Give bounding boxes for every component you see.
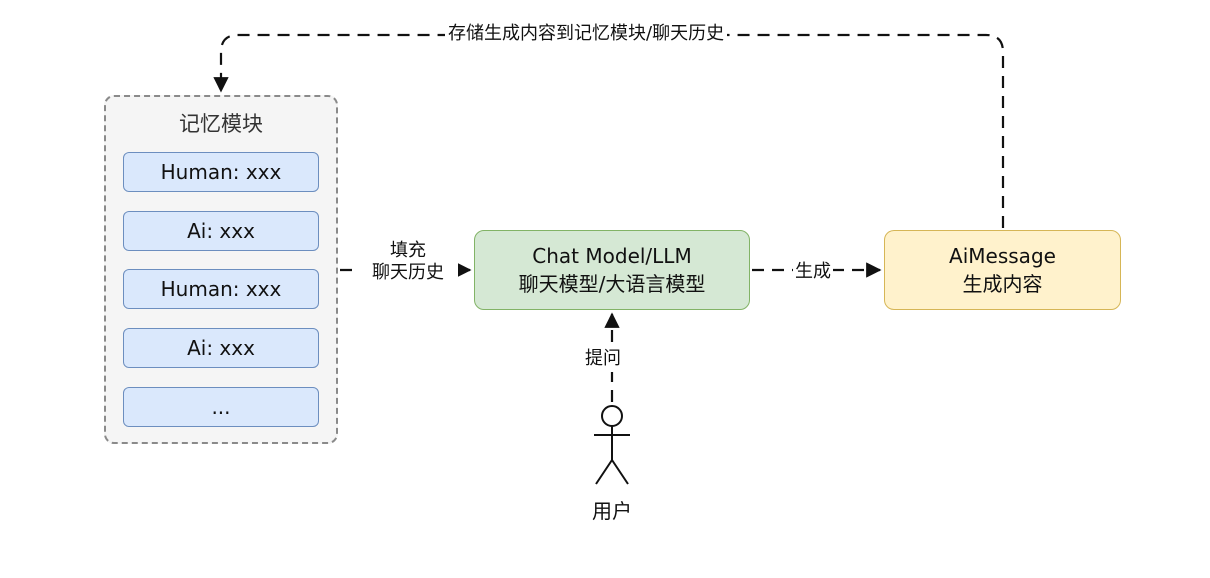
memory-item: Human: xxx bbox=[123, 152, 319, 192]
user-label: 用户 bbox=[582, 500, 642, 522]
generate-edge-label: 生成 bbox=[793, 261, 833, 283]
store-to-memory-arrow bbox=[213, 33, 1005, 228]
memory-module-title: 记忆模块 bbox=[179, 112, 263, 136]
ai-message-subtitle: 生成内容 bbox=[962, 272, 1043, 296]
user-icon bbox=[594, 405, 630, 485]
ai-message-title: AiMessage bbox=[949, 244, 1056, 268]
memory-item: Human: xxx bbox=[123, 269, 319, 309]
memory-item: Ai: xxx bbox=[123, 211, 319, 251]
ask-edge-label: 提问 bbox=[583, 346, 623, 372]
chat-model-subtitle: 聊天模型/大语言模型 bbox=[518, 272, 706, 296]
fill-edge-label: 填充 聊天历史 bbox=[358, 240, 458, 284]
ai-message-node: AiMessage 生成内容 bbox=[884, 230, 1121, 310]
memory-item: Ai: xxx bbox=[123, 328, 319, 368]
memory-item: ... bbox=[123, 387, 319, 427]
store-edge-label: 存储生成内容到记忆模块/聊天历史 bbox=[445, 23, 728, 45]
fill-edge-label-line1: 填充 bbox=[390, 240, 426, 261]
chat-model-node: Chat Model/LLM 聊天模型/大语言模型 bbox=[474, 230, 750, 310]
fill-edge-label-line2: 聊天历史 bbox=[372, 262, 444, 283]
chat-model-title: Chat Model/LLM bbox=[532, 244, 692, 268]
